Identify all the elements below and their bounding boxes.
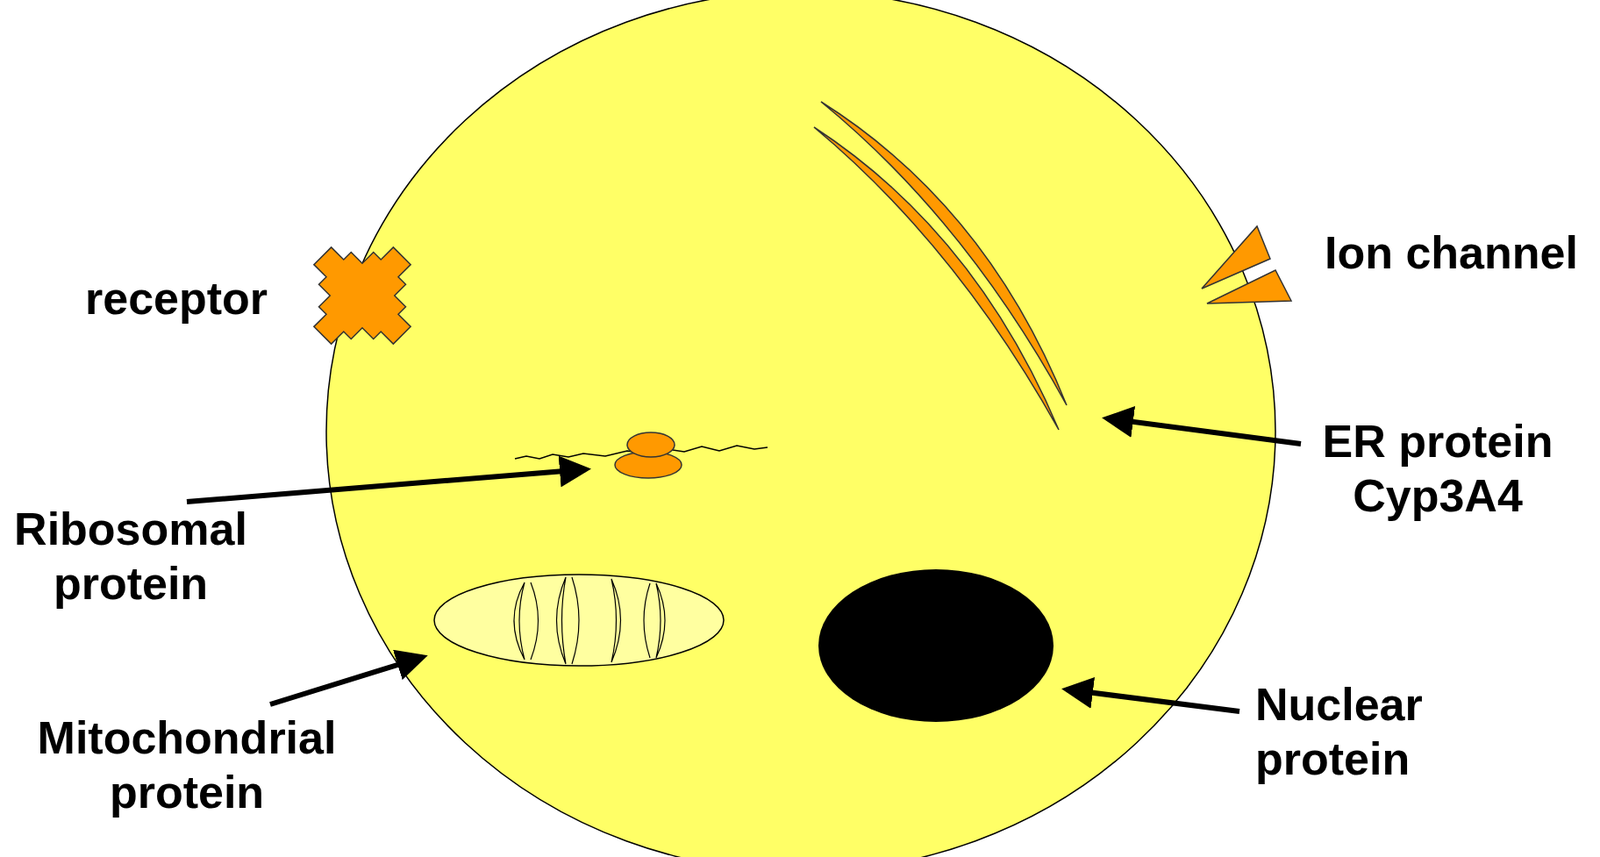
leader-arrows [186,418,1301,712]
part-label: Nuclear protein [1255,677,1458,786]
leader-arrow [186,469,586,502]
part-label: Mitochondrial protein [28,710,345,820]
ion-channel-symbol [1201,226,1292,304]
er-symbol [814,101,1067,430]
mitochondrion-symbol [434,574,724,666]
part-label: Ribosomal protein [3,501,258,611]
part-label: ER protein Cyp3A4 [1306,414,1570,523]
nucleus-symbol [818,569,1054,722]
leader-arrow [270,657,423,705]
receptor-symbol [282,215,442,375]
part-label: receptor [85,271,296,326]
leader-arrow [1107,418,1301,444]
cell-body [326,0,1276,857]
leader-arrow [1066,689,1240,712]
part-label: Ion channel [1324,225,1593,280]
